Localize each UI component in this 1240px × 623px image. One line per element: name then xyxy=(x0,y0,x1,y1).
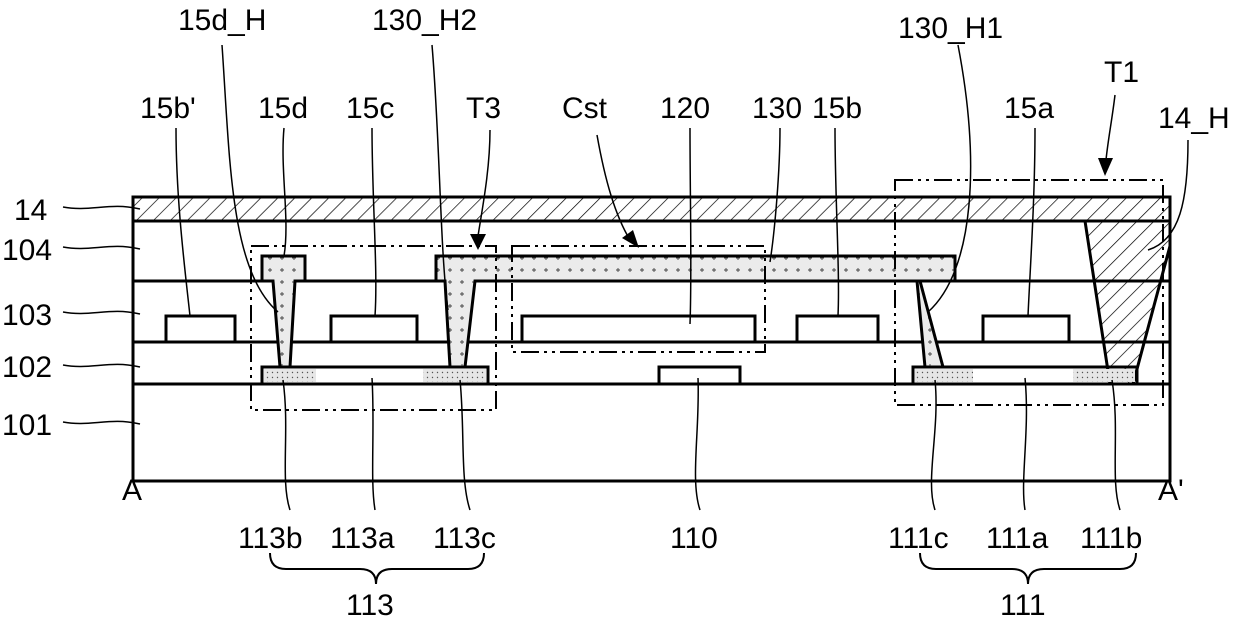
label-15b-prime: 15b' xyxy=(140,92,196,125)
label-102: 102 xyxy=(2,351,52,384)
label-113c: 113c xyxy=(433,522,496,555)
leader-15d xyxy=(283,128,286,256)
leader-111b xyxy=(1112,380,1120,510)
electrode-110 xyxy=(659,367,740,384)
label-A: A xyxy=(122,474,142,507)
electrode-15a xyxy=(983,316,1069,342)
layer-labels: 14 104 103 102 101 xyxy=(2,194,52,442)
label-113a: 113a xyxy=(330,522,395,555)
arrow-T3 xyxy=(470,234,486,250)
leader-103 xyxy=(63,311,140,314)
layer-14-hatch xyxy=(133,197,1170,221)
leader-104 xyxy=(63,246,140,249)
leader-113b xyxy=(283,380,290,510)
label-110: 110 xyxy=(670,522,718,555)
leader-102 xyxy=(63,364,140,367)
conductor-15d xyxy=(262,256,305,367)
conductor-130 xyxy=(436,256,955,367)
label-120: 120 xyxy=(660,92,710,125)
label-111a: 111a xyxy=(986,522,1049,555)
label-113b: 113b xyxy=(238,522,303,555)
electrode-15b xyxy=(797,316,878,342)
region-111c xyxy=(915,369,973,382)
label-130-H2: 130_H2 xyxy=(372,4,477,37)
top-labels: 15d_H 130_H2 130_H1 T1 15b' 15d 15c T3 C… xyxy=(140,4,1230,135)
leader-113c xyxy=(460,380,470,510)
label-15d-H: 15d_H xyxy=(178,4,266,37)
leader-130 xyxy=(770,128,780,262)
label-15b: 15b xyxy=(812,92,862,125)
leader-T1 xyxy=(1106,95,1115,160)
active-layers xyxy=(262,367,1137,384)
leader-120 xyxy=(690,128,691,324)
leader-101 xyxy=(63,421,140,424)
electrode-15b-prime xyxy=(166,316,235,342)
label-T1: T1 xyxy=(1104,56,1139,89)
brace-111 xyxy=(920,553,1136,584)
label-T3: T3 xyxy=(466,92,501,125)
label-111: 111 xyxy=(1000,589,1046,622)
leader-14 xyxy=(63,206,140,209)
label-14: 14 xyxy=(14,194,47,227)
label-101: 101 xyxy=(2,409,52,442)
label-Cst: Cst xyxy=(562,92,608,125)
label-103: 103 xyxy=(2,299,52,332)
label-130: 130 xyxy=(752,92,802,125)
electrode-15c xyxy=(331,316,417,342)
label-104: 104 xyxy=(2,234,52,267)
label-113: 113 xyxy=(346,589,394,622)
arrow-T1 xyxy=(1098,158,1113,176)
label-111b: 111b xyxy=(1080,522,1142,555)
region-111b xyxy=(1073,369,1135,382)
bottom-labels: 113b 113a 113c 110 111c 111a 111b 113 11… xyxy=(238,522,1142,622)
leader-111c xyxy=(931,380,936,510)
label-A-prime: A' xyxy=(1158,474,1184,507)
leader-113a xyxy=(372,378,375,510)
label-111c: 111c xyxy=(888,522,949,555)
region-113b xyxy=(264,369,316,382)
label-14-H: 14_H xyxy=(1158,102,1230,135)
brace-113 xyxy=(270,553,484,584)
label-15a: 15a xyxy=(1004,92,1054,125)
conductors xyxy=(262,256,955,367)
region-113c xyxy=(423,369,486,382)
leader-111a xyxy=(1024,378,1027,510)
leader-110 xyxy=(695,378,700,510)
electrode-120 xyxy=(522,316,755,342)
leader-Cst xyxy=(597,135,630,240)
label-15c: 15c xyxy=(346,92,394,125)
label-15d: 15d xyxy=(258,92,308,125)
label-130-H1: 130_H1 xyxy=(898,12,1003,45)
braces xyxy=(270,553,1136,584)
